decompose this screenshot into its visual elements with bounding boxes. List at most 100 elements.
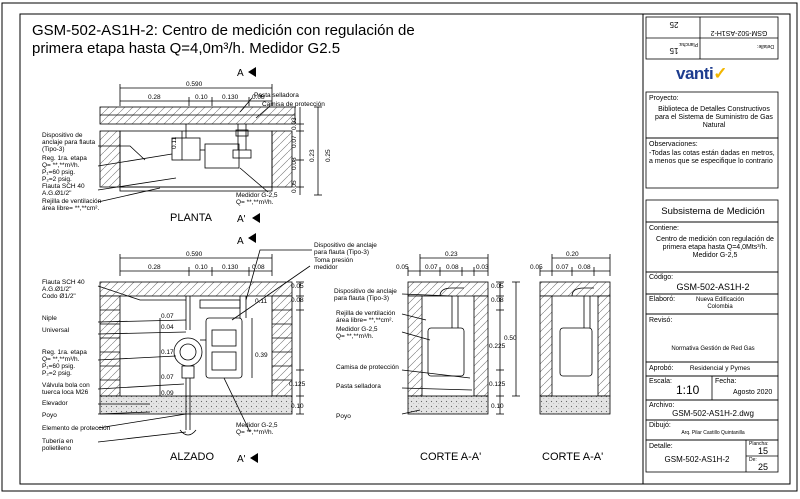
vanti-logo: vanti✓ <box>676 64 727 84</box>
elev-dim-2: 0.10 <box>195 264 208 271</box>
sec2-dim-w: 0.20 <box>566 251 579 258</box>
plan-dim-3: 0.130 <box>222 94 239 101</box>
escala-label: Escala: <box>649 378 672 385</box>
sec-rej-line2: área libre= **,**cm². <box>336 317 393 324</box>
sec1-dim-d: 0.03 <box>476 264 489 271</box>
drawing-title-line2: primera etapa hasta Q=4,0m³/h. Medidor G… <box>32 40 341 57</box>
elev-toma-line1: Toma presión <box>314 257 353 264</box>
sec1-dim-b: 0.07 <box>425 264 438 271</box>
elev-disp-line2: para flauta (Tipo-3) <box>314 249 369 256</box>
sec1-dim-v1: 0.05 <box>491 283 504 290</box>
section-1-title: CORTE A-A' <box>420 451 481 463</box>
elev-dim-v7: 0.07 <box>161 374 174 381</box>
sec-camisa: Camisa de protección <box>336 364 399 371</box>
reviso-label: Revisó: <box>649 317 673 324</box>
plan-dim-total: 0.590 <box>186 81 203 88</box>
sec1-dim-v5: 0.125 <box>489 381 506 388</box>
aprobo-label: Aprobó: <box>649 365 674 372</box>
sec1-dim-a: 0.05 <box>396 264 409 271</box>
title-block-grid <box>645 16 779 473</box>
section-2-labels: 0.20 0.05 0.07 0.08 CORTE A-A' <box>530 251 603 463</box>
plan-view-title: PLANTA <box>170 212 213 224</box>
plan-camisa-label: Camisa de protección <box>262 101 325 108</box>
sec-pasta: Pasta selladora <box>336 383 381 390</box>
elev-dim-v10: 0.125 <box>289 381 306 388</box>
top-sheet-count: 25 <box>669 20 679 29</box>
elev-dim-v1: 0.05 <box>291 283 304 290</box>
elev-reg-line4: P₂=2 psig. <box>42 370 72 377</box>
sec2-dim-g: 0.08 <box>578 264 591 271</box>
elev-tub-line2: polietileno <box>42 445 72 452</box>
sec-poyo: Poyo <box>336 413 351 420</box>
subsistema-title: Subsistema de Medición <box>661 206 765 217</box>
plancha-label: Plancha: <box>749 441 769 447</box>
top-code-rotated: GSM-502-AS1H-2 <box>710 29 768 36</box>
elev-dim-total: 0.590 <box>186 251 203 258</box>
plan-dim-2: 0.10 <box>195 94 208 101</box>
dibujo-label: Dibujó: <box>649 422 671 429</box>
proyecto-value: Biblioteca de Detalles Constructivos par… <box>655 106 773 129</box>
plan-pasta-label: Pasta selladora <box>254 92 299 99</box>
elev-reg-line2: Q= **,**m³/h. <box>42 356 80 363</box>
dibujo-value: Arq. Pilar Castillo Quintanilla <box>681 430 745 436</box>
elev-dim-1: 0.28 <box>148 264 161 271</box>
elev-tub-line1: Tubería en <box>42 438 74 445</box>
elev-dim-v3: 0.11 <box>255 298 268 305</box>
sec2-dim-e: 0.05 <box>530 264 543 271</box>
sec-med-line1: Medidor G-2,5 <box>336 326 378 333</box>
elevation-view <box>97 233 312 463</box>
plan-rej-line2: área libre= **,**cm². <box>42 205 99 212</box>
elev-valv-line2: tuerca loca M26 <box>42 389 89 396</box>
sec-disp-line2: para flauta (Tipo-3) <box>334 295 389 302</box>
section-1-labels: 0.23 0.05 0.07 0.08 0.03 0.05 0.08 0.50 … <box>334 251 517 463</box>
elev-mark-a: A <box>237 236 244 247</box>
elev-dim-v6: 0.17 <box>161 349 174 356</box>
sec1-dim-v4: 0.225 <box>489 343 506 350</box>
plan-dim-v5: 0.23 <box>309 149 316 162</box>
elev-dim-v5: 0.04 <box>161 324 174 331</box>
plan-disp-line1: Dispositivo de <box>42 132 83 139</box>
plan-rej-line1: Rejilla de ventilación <box>42 198 102 205</box>
detalle-label: Detalle: <box>649 443 673 450</box>
elev-view-title: ALZADO <box>170 451 214 463</box>
reviso-value: Normativa Gestión de Red Gas <box>671 346 755 352</box>
plan-dim-v7: 0.11 <box>171 136 178 149</box>
archivo-label: Archivo: <box>649 402 675 409</box>
elevation-dim-labels: 0.590 0.28 0.10 0.130 0.08 0.05 0.08 0.1… <box>148 251 306 410</box>
sec1-dim-v2: 0.08 <box>491 297 504 304</box>
top-detalle-label: Detalle: <box>757 43 774 49</box>
codigo-value: GSM-502-AS1H-2 <box>676 282 750 292</box>
plan-reg-line4: P₂=2 psig. <box>42 176 72 183</box>
plan-dim-v4: 0.05 <box>291 180 298 193</box>
elaboro-value: Nueva Edificación Colombia <box>695 297 745 310</box>
plan-flauta-line2: A.G.Ø1/2" <box>42 190 72 197</box>
elev-poyo: Poyo <box>42 412 57 419</box>
elev-niple: Niple <box>42 315 57 322</box>
elev-flauta-line2: A.G.Ø1/2" <box>42 286 72 293</box>
elev-elevador: Elevador <box>42 400 68 407</box>
elev-disp-line1: Dispositivo de anclaje <box>314 242 377 249</box>
aprobo-value: Residencial y Pymes <box>689 365 751 372</box>
elev-dim-v2: 0.08 <box>291 297 304 304</box>
plan-disp-line2: anclaje para flauta <box>42 139 96 146</box>
contiene-label: Contiene: <box>649 225 679 232</box>
elev-dim-v9: 0.39 <box>255 352 268 359</box>
detalle-value: GSM-502-AS1H-2 <box>664 455 730 464</box>
observaciones-value: -Todas las cotas están dadas en metros, … <box>649 150 775 165</box>
section-view-1 <box>401 254 520 415</box>
sec-med-line2: Q= **,**m³/h. <box>336 333 374 340</box>
archivo-value: GSM-502-AS1H-2.dwg <box>672 409 754 418</box>
plan-dim-v3: 0.08 <box>291 157 298 170</box>
elev-toma-line2: medidor <box>314 264 338 271</box>
elev-dim-v4: 0.07 <box>161 313 174 320</box>
elev-codo: Codo Ø1/2" <box>42 293 76 300</box>
plan-dim-v2: 0.07 <box>291 135 298 148</box>
plan-disp-line3: (Tipo-3) <box>42 146 65 153</box>
elev-med-line2: Q= **,**m³/h. <box>236 429 274 436</box>
elev-dim-v11: 0.10 <box>291 403 304 410</box>
elev-dim-v8: 0.09 <box>161 390 174 397</box>
section-mark-a-prime: A' <box>237 214 246 225</box>
elev-universal: Universal <box>42 327 70 334</box>
plan-med-line1: Medidor G-2,5 <box>236 192 278 199</box>
